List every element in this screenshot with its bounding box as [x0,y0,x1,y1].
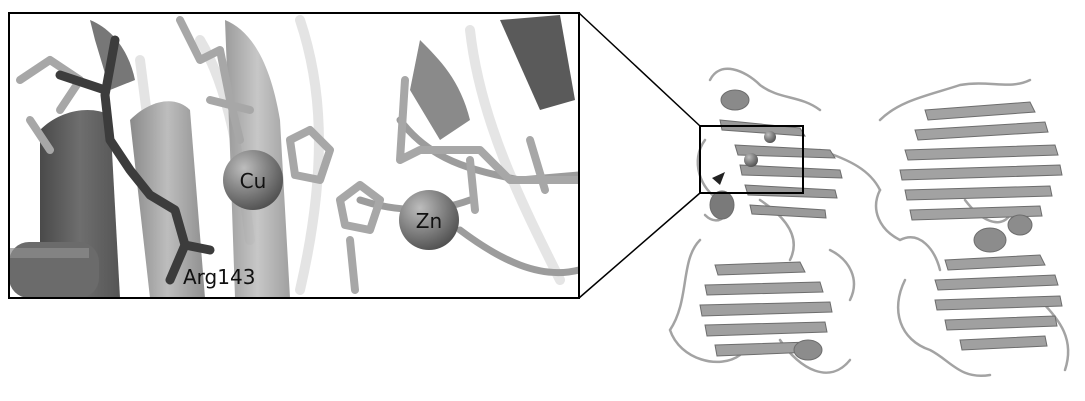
overview-arg143 [712,172,725,185]
side-chain-sticks [16,16,579,294]
overview-highlight-box [699,125,804,194]
zn-ion [399,190,459,250]
zoom-inset: Cu Zn Arg143 [9,13,579,298]
overview-domain-lower-left [699,261,833,361]
residue-label: Arg143 [183,265,255,289]
helix-segment [9,242,99,298]
overview-domain-upper-left [709,89,843,220]
cu-ion [223,150,283,210]
overview-zn-ion [764,131,776,143]
zn-label: Zn [416,209,442,233]
cu-label: Cu [240,169,267,193]
arg143-stick [55,35,215,285]
overview-domain-upper-right [899,101,1063,221]
inset-frame [8,12,580,299]
overview-cu-ion [744,153,758,167]
zoom-callout-lines [578,12,701,299]
overview-structure [668,67,1070,378]
overview-domain-lower-right [934,214,1063,351]
